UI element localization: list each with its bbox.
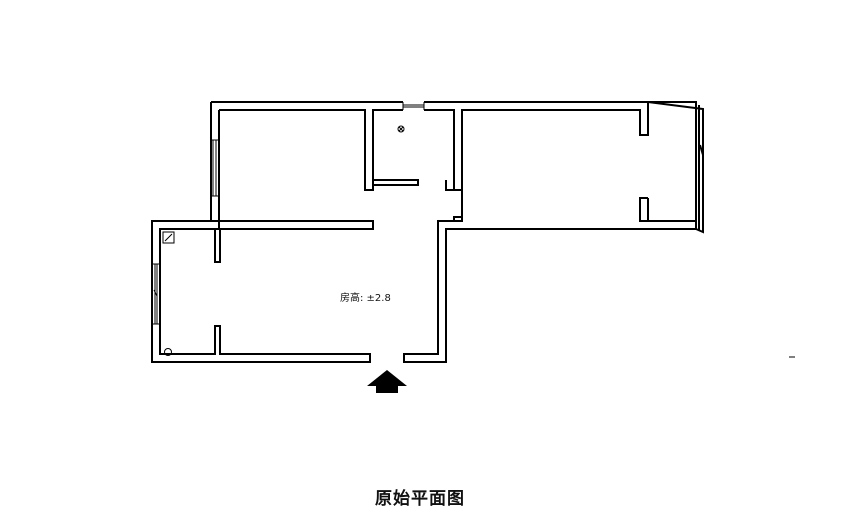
right-room-walls (403, 101, 697, 363)
drain-icon (397, 125, 405, 133)
entrance-arrow-icon (367, 370, 407, 393)
bathroom-inner-walls (372, 109, 455, 190)
window-left-top (211, 139, 219, 197)
floor-drain-icon (164, 348, 172, 356)
room-height-label: 房高: ±2.8 (340, 293, 391, 304)
balcony-right (647, 101, 704, 234)
window-top-middle (402, 102, 425, 110)
outer-wall-outer-line (211, 101, 649, 191)
corner-fixture (162, 231, 175, 244)
plan-title: 原始平面图 (375, 489, 465, 509)
window-left-bottom (152, 263, 160, 325)
bedroom-left-walls (151, 102, 403, 363)
